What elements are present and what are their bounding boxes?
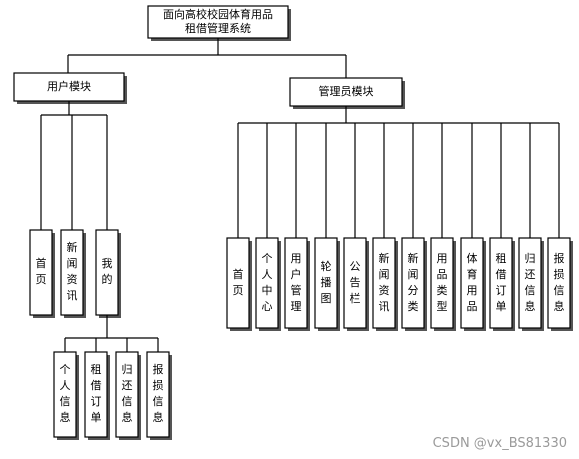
admin-child-return-info: 归还信息 [518,237,544,331]
admin-child-home: 首页 [226,237,252,331]
user-child-mine: 我的 [95,229,121,318]
admin-child-carousel: 轮播图 [314,237,340,331]
admin-child-label: 公告栏 [350,260,361,305]
mine-child-rental-order: 租借订单 [84,351,110,440]
user-child-label: 我的 [102,257,113,286]
admin-child-label: 轮播图 [321,259,332,305]
admin-child-label: 用品类型 [437,252,448,313]
admin-child-goods-category: 用品类型 [430,237,456,331]
admin-child-personal-center: 个人中心 [255,237,281,331]
admin-child-label: 首页 [233,267,244,297]
mine-child-damage-info: 报损信息 [146,351,172,440]
user-module-node: 用户模块 [13,72,127,104]
admin-child-notice-board: 公告栏 [343,237,369,331]
admin-child-label: 用户管理 [291,252,302,313]
admin-child-user-management: 用户管理 [284,237,310,331]
user-child-label: 首页 [36,256,47,286]
admin-child-label: 报损信息 [554,251,565,313]
admin-child-label: 体育用品 [467,251,478,313]
admin-child-damage-info: 报损信息 [547,237,573,331]
user-child-home: 首页 [29,229,55,318]
root-title: 租借管理系统 [185,21,251,35]
admin-child-sports-goods: 体育用品 [460,237,486,331]
admin-child-rental-order: 租借订单 [489,237,515,331]
mine-child-label: 归还信息 [122,362,133,424]
admin-child-label: 租借订单 [496,252,507,313]
mine-child-label: 租借订单 [91,363,102,424]
mine-child-label: 报损信息 [153,362,164,424]
admin-child-news-category: 新闻分类 [401,237,427,331]
admin-child-label: 个人中心 [262,252,273,313]
mine-child-label: 个人信息 [60,363,71,424]
admin-module-title: 管理员模块 [319,84,374,98]
admin-child-news: 新闻资讯 [372,237,398,331]
admin-child-label: 新闻分类 [408,251,419,313]
mine-child-personal-info: 个人信息 [53,351,79,440]
watermark: CSDN @vx_BS81330 [432,436,567,451]
user-module-title: 用户模块 [47,79,91,93]
root-title: 面向高校校园体育用品 [163,7,273,21]
mine-child-return-info: 归还信息 [115,351,141,440]
user-child-label: 新闻资讯 [67,240,78,302]
admin-module-node: 管理员模块 [289,77,405,109]
admin-child-label: 归还信息 [525,251,536,313]
admin-child-label: 新闻资讯 [379,251,390,313]
user-child-news: 新闻资讯 [60,229,86,318]
